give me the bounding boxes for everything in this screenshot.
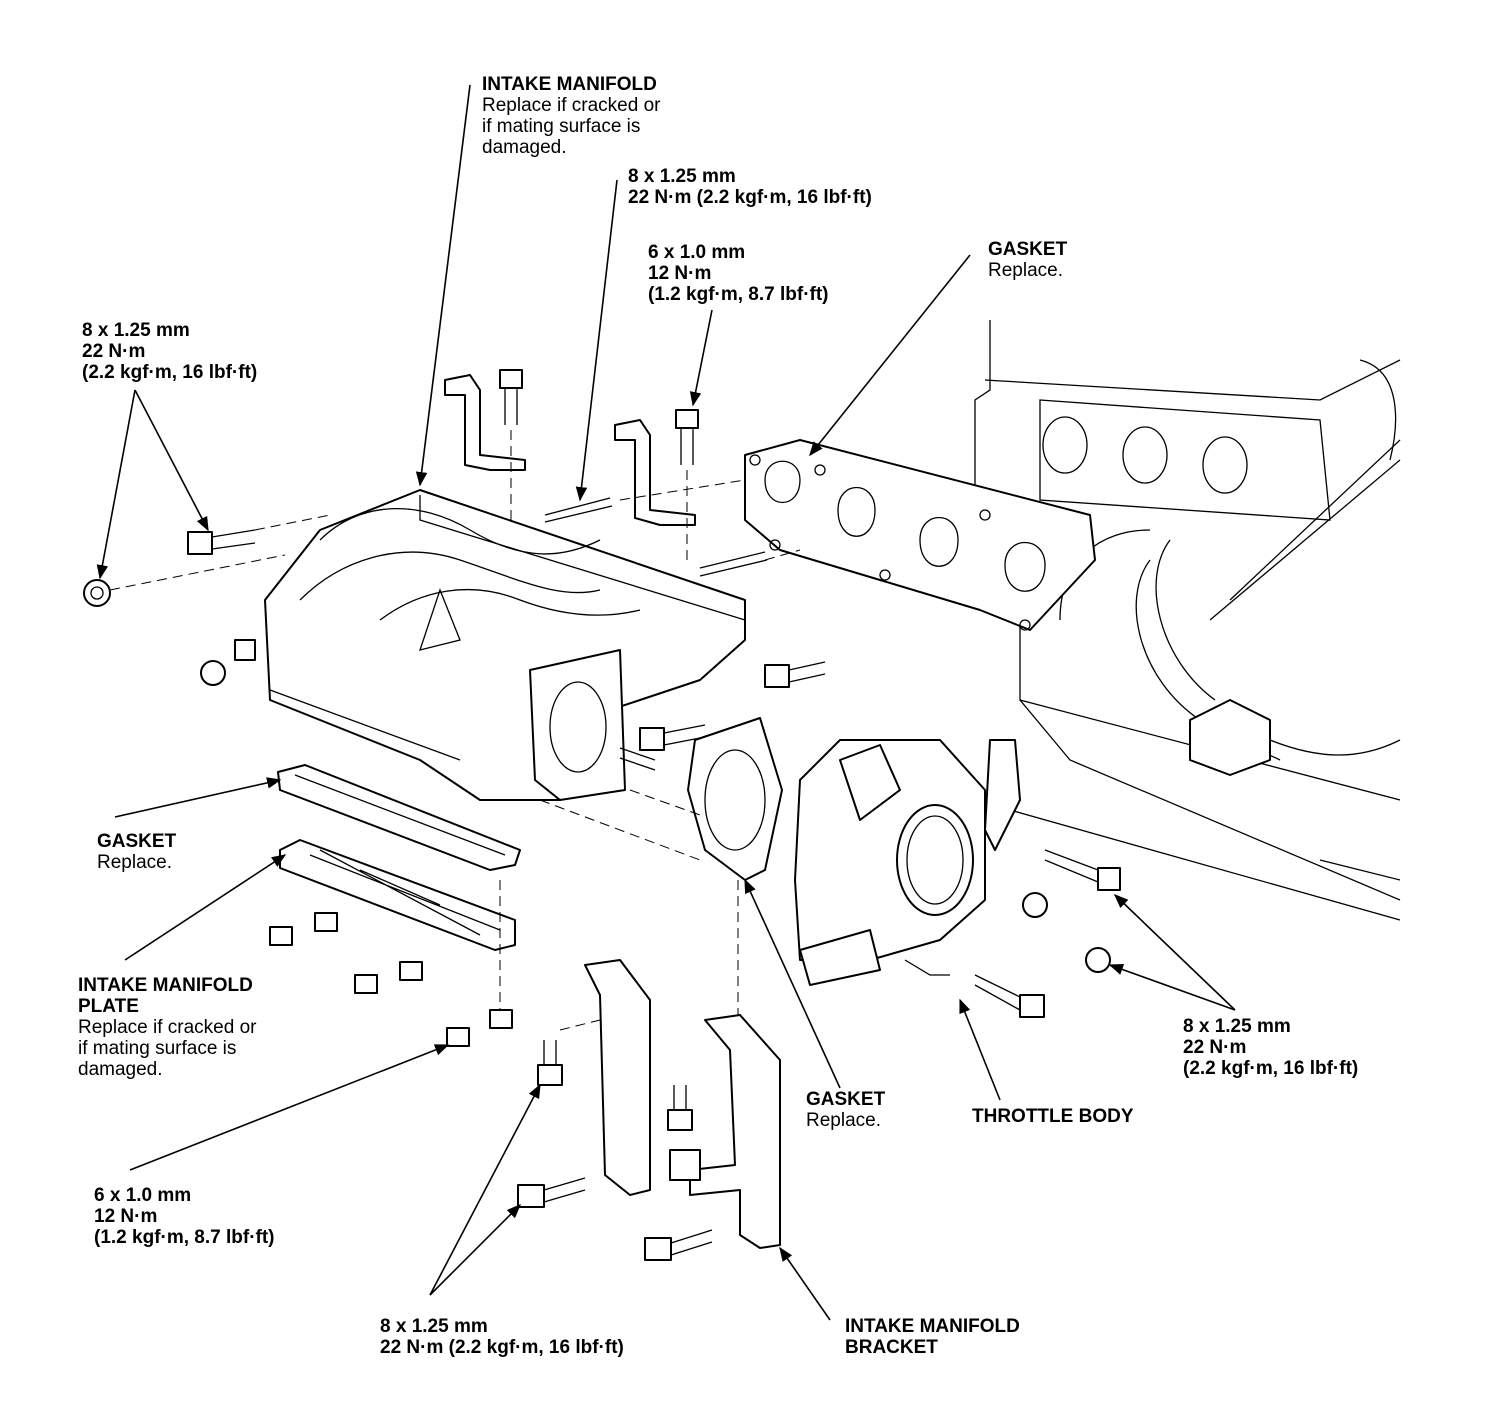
bolt-plate-size: 6 x 1.0 mm (94, 1185, 192, 1206)
gasket-head-note: Replace. (988, 260, 1063, 281)
bolt-plate-torque: 12 N·m (94, 1206, 158, 1227)
label-intake-manifold-plate: INTAKE MANIFOLD PLATE Replace if cracked… (78, 975, 256, 1080)
label-gasket-head: GASKET Replace. (988, 239, 1067, 281)
intake-manifold-bracket (584, 959, 781, 1249)
plate-title-1: INTAKE MANIFOLD (78, 975, 253, 996)
bolt-bracket-torque: 22 N·m (2.2 kgf·m, 16 lbf·ft) (380, 1337, 624, 1358)
bolt-right-torque-alt: (2.2 kgf·m, 16 lbf·ft) (1183, 1058, 1359, 1079)
bolt-top-small-torque: 12 N·m (648, 263, 712, 284)
bolt-right-torque: 22 N·m (1183, 1037, 1247, 1058)
upper-brackets (444, 374, 696, 526)
intake-manifold-plate (279, 839, 516, 951)
bolt-top-small-size: 6 x 1.0 mm (648, 242, 746, 263)
label-bolt-top-small: 6 x 1.0 mm 12 N·m (1.2 kgf·m, 8.7 lbf·ft… (648, 242, 829, 305)
bolt-right-size: 8 x 1.25 mm (1183, 1016, 1291, 1037)
alignment-lines (109, 430, 801, 1031)
bolt-left-size: 8 x 1.25 mm (82, 320, 190, 341)
bolt-bracket-size: 8 x 1.25 mm (380, 1316, 488, 1337)
label-intake-manifold-bracket: INTAKE MANIFOLD BRACKET (845, 1316, 1020, 1358)
engine-cylinder-head (974, 320, 1401, 921)
label-gasket-throttle: GASKET Replace. (806, 1089, 885, 1131)
gasket-cylinder-head (744, 439, 1096, 631)
gasket-plate-note: Replace. (97, 852, 172, 873)
intake-manifold-note-2: if mating surface is (482, 116, 641, 137)
plate-note-2: if mating surface is (78, 1038, 237, 1059)
stud-top-torque: 22 N·m (2.2 kgf·m, 16 lbf·ft) (628, 187, 872, 208)
label-gasket-plate: GASKET Replace. (97, 831, 176, 873)
intake-manifold-title: INTAKE MANIFOLD (482, 74, 657, 95)
label-throttle-body: THROTTLE BODY (972, 1106, 1134, 1127)
bolt-left-torque: 22 N·m (82, 341, 146, 362)
label-bolt-right: 8 x 1.25 mm 22 N·m (2.2 kgf·m, 16 lbf·ft… (1183, 1016, 1358, 1079)
intake-manifold-note-1: Replace if cracked or (482, 95, 661, 116)
leader-lines (96, 84, 1236, 1321)
label-bolt-bracket: 8 x 1.25 mm 22 N·m (2.2 kgf·m, 16 lbf·ft… (380, 1316, 624, 1358)
plate-note-1: Replace if cracked or (78, 1017, 257, 1038)
label-bolt-plate: 6 x 1.0 mm 12 N·m (1.2 kgf·m, 8.7 lbf·ft… (94, 1185, 275, 1248)
bolt-top-small-torque-alt: (1.2 kgf·m, 8.7 lbf·ft) (648, 284, 829, 305)
bracket-title-1: INTAKE MANIFOLD (845, 1316, 1020, 1337)
label-intake-manifold: INTAKE MANIFOLD Replace if cracked or if… (482, 74, 660, 158)
gasket-throttle-body (687, 717, 783, 881)
gasket-throttle-title: GASKET (806, 1089, 886, 1110)
plate-title-2: PLATE (78, 996, 139, 1017)
stud-top-size: 8 x 1.25 mm (628, 166, 736, 187)
bracket-title-2: BRACKET (845, 1337, 938, 1358)
bolt-plate-torque-alt: (1.2 kgf·m, 8.7 lbf·ft) (94, 1227, 275, 1248)
throttle-body (794, 739, 1021, 986)
fasteners (83, 369, 1121, 1261)
gasket-plate-title: GASKET (97, 831, 177, 852)
throttle-body-title: THROTTLE BODY (972, 1106, 1134, 1127)
label-bolt-left: 8 x 1.25 mm 22 N·m (2.2 kgf·m, 16 lbf·ft… (82, 320, 257, 383)
bolt-left-torque-alt: (2.2 kgf·m, 16 lbf·ft) (82, 362, 258, 383)
plate-note-3: damaged. (78, 1059, 163, 1080)
label-stud-top: 8 x 1.25 mm 22 N·m (2.2 kgf·m, 16 lbf·ft… (628, 166, 872, 208)
intake-manifold (234, 489, 746, 801)
gasket-head-title: GASKET (988, 239, 1068, 260)
gasket-throttle-note: Replace. (806, 1110, 881, 1131)
manifold-plate-gasket (277, 764, 521, 871)
intake-manifold-note-3: damaged. (482, 137, 567, 158)
